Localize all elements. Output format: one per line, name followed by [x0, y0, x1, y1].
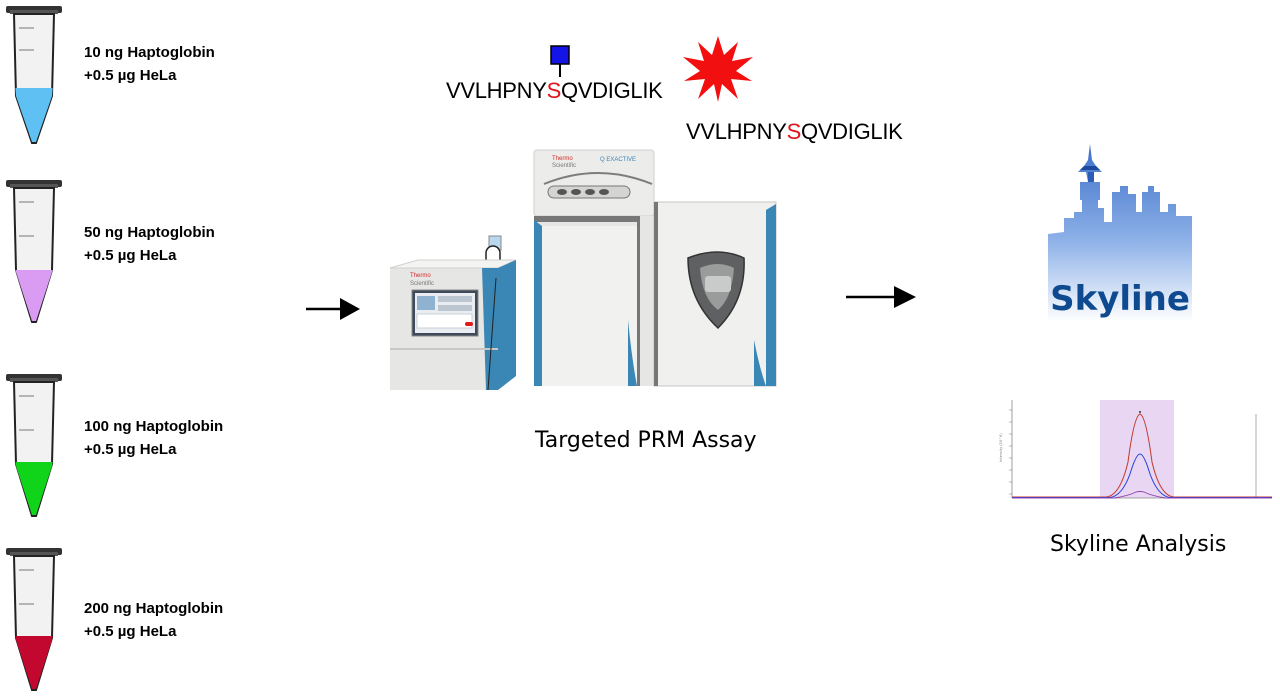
glyco-site: S	[546, 78, 562, 103]
glycan-icon	[550, 45, 570, 77]
svg-text:Thermo: Thermo	[552, 156, 573, 162]
glycopeptide-sequence: VVLHPNYSQVDIGLIK	[446, 78, 663, 103]
tube-4	[6, 548, 62, 695]
deglyco-site: S	[786, 119, 802, 144]
svg-text:Scientific: Scientific	[410, 281, 434, 287]
starburst-icon	[683, 36, 753, 102]
skyline-caption: Skyline Analysis	[1050, 532, 1227, 557]
tube-4-liquid	[15, 636, 53, 689]
arrow-to-instrument	[306, 298, 360, 320]
tube-2	[6, 180, 62, 330]
instrument-caption: Targeted PRM Assay	[535, 428, 757, 453]
svg-text:Scientific: Scientific	[552, 163, 576, 169]
sample-1-label: 10 ng Haptoglobin+0.5 µg HeLa	[84, 44, 215, 84]
lc-system	[389, 235, 517, 390]
arrow-to-skyline	[846, 286, 916, 308]
lc-ms-instrument: Thermo Scientific Thermo Scientific Q EX…	[389, 149, 777, 390]
skyline-logo-text: Skyline	[1050, 279, 1190, 319]
tube-3-liquid	[15, 462, 53, 515]
svg-text:Q EXACTIVE: Q EXACTIVE	[600, 157, 636, 163]
sample-3-label: 100 ng Haptoglobin+0.5 µg HeLa	[84, 418, 224, 458]
skyline-chromatogram: Intensity (10^6)	[999, 400, 1272, 499]
tube-2-liquid	[15, 270, 53, 321]
deglycopeptide-sequence: VVLHPNYSQVDIGLIK	[686, 119, 903, 144]
svg-text:Intensity (10^6): Intensity (10^6)	[999, 433, 1003, 462]
sample-4-label: 200 ng Haptoglobin+0.5 µg HeLa	[84, 600, 224, 640]
sample-2-label: 50 ng Haptoglobin+0.5 µg HeLa	[84, 224, 215, 264]
tube-1	[6, 0, 62, 150]
mass-spectrometer	[533, 149, 777, 387]
lc-brand-logo: Thermo Scientific	[410, 273, 434, 287]
skyline-logo: Skyline	[1048, 144, 1192, 322]
svg-text:Thermo: Thermo	[410, 273, 431, 279]
tube-1-liquid	[15, 88, 53, 142]
tube-3	[6, 374, 62, 524]
ms-brand-logo: Thermo Scientific Q EXACTIVE	[552, 156, 636, 169]
